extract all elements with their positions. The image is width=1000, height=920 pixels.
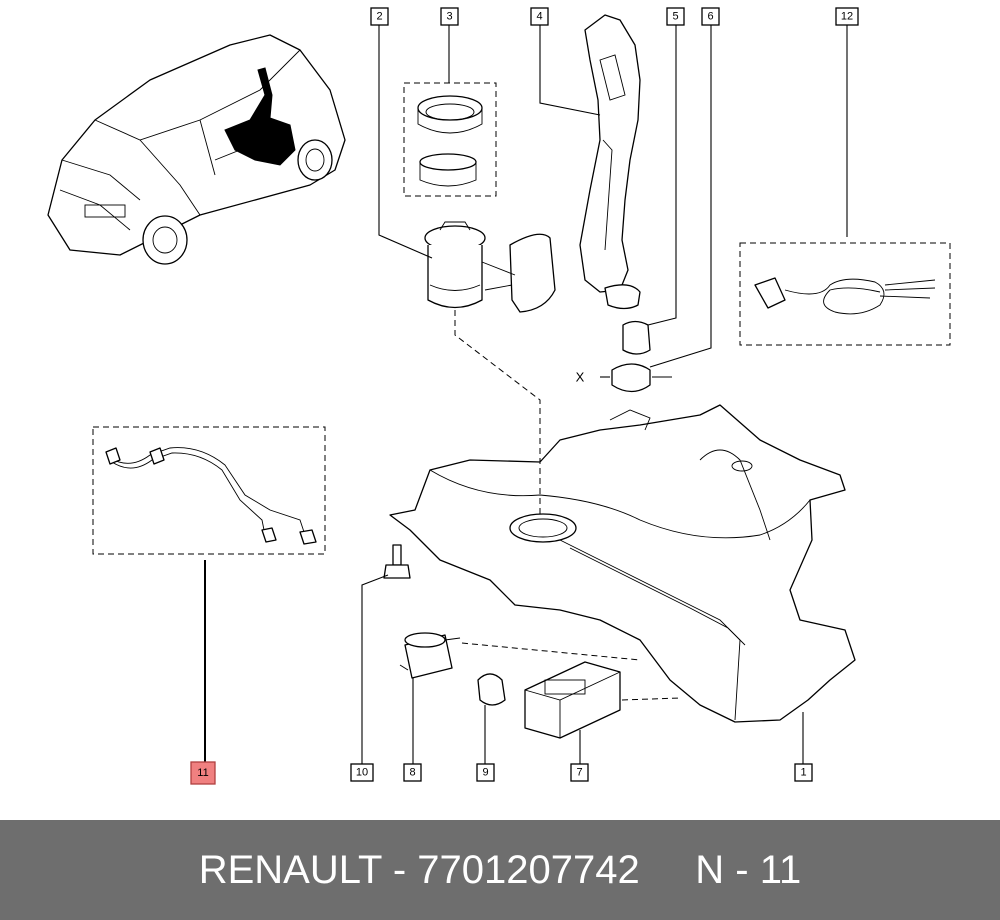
part-4-filler-neck: [579, 14, 641, 310]
svg-text:7: 7: [576, 767, 582, 779]
svg-text:1: 1: [800, 767, 806, 779]
part-12-wiring-harness: [739, 242, 951, 346]
vehicle-illustration: [47, 34, 346, 265]
svg-text:10: 10: [356, 767, 368, 779]
part-2-fuel-pump-module: [424, 221, 556, 313]
callout-12[interactable]: 12: [835, 7, 859, 26]
part-9-filter-clip: [477, 673, 506, 706]
part-11-fuel-gauge-wiring: [92, 426, 326, 555]
clamp-x-marker: X: [576, 370, 585, 385]
leader-lines: [204, 25, 848, 764]
callout-5[interactable]: 5: [666, 7, 685, 26]
footer-part-number: RENAULT - 7701207742 N - 11: [198, 848, 802, 892]
part-8-fuel-filter: [399, 632, 461, 679]
footer-bar: RENAULT - 7701207742 N - 11: [0, 820, 1000, 920]
svg-text:8: 8: [409, 767, 415, 779]
svg-text:2: 2: [376, 11, 382, 23]
assembly-dashed-lines: [454, 310, 681, 701]
svg-text:5: 5: [672, 11, 678, 23]
part-1-fuel-tank: [389, 404, 856, 723]
callout-1[interactable]: 1: [794, 763, 813, 782]
part-7-charcoal-canister: [524, 661, 621, 739]
callout-2[interactable]: 2: [370, 7, 389, 26]
callout-9[interactable]: 9: [476, 763, 495, 782]
callout-3[interactable]: 3: [440, 7, 459, 26]
svg-text:4: 4: [536, 11, 542, 23]
svg-text:3: 3: [446, 11, 452, 23]
callout-6[interactable]: 6: [701, 7, 720, 26]
svg-text:9: 9: [482, 767, 488, 779]
part-5-connecting-pipe: [622, 320, 651, 355]
svg-text:11: 11: [197, 767, 208, 779]
callout-8[interactable]: 8: [403, 763, 422, 782]
svg-text:12: 12: [841, 11, 853, 23]
callout-4[interactable]: 4: [530, 7, 549, 26]
callout-10[interactable]: 10: [350, 763, 374, 782]
callout-11-highlighted[interactable]: 11: [190, 761, 216, 785]
part-6-hose-clamp: [600, 363, 672, 393]
fuel-system-exploded-diagram: 2 3 4 5 6 12 10 8: [47, 7, 951, 785]
part-3-retaining-ring-and-seal: [403, 82, 497, 197]
svg-text:6: 6: [707, 11, 713, 23]
part-10-mounting-bolt: [383, 544, 411, 579]
callout-7[interactable]: 7: [570, 763, 589, 782]
